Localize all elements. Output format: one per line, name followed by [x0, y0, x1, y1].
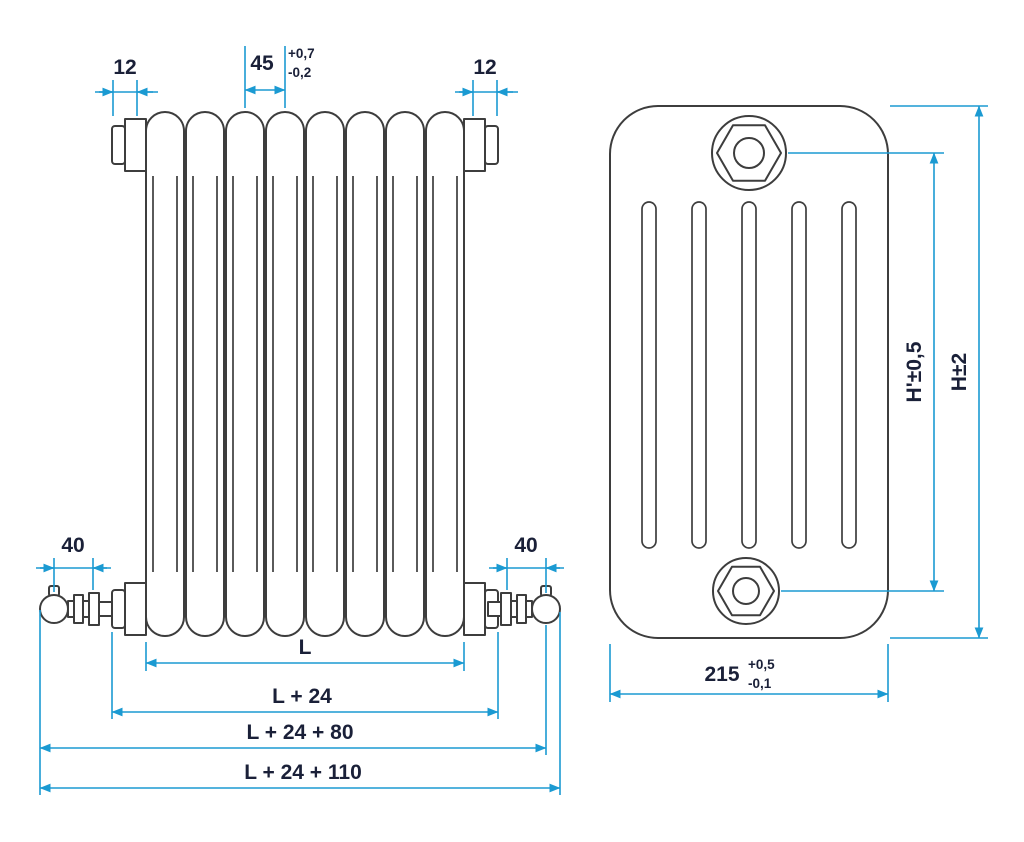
dim-pitch-height-label: H'±0,5 [903, 341, 926, 402]
dim-length-24-80-label: L + 24 + 80 [246, 721, 353, 744]
end-tab-top-left [111, 118, 147, 172]
side-view [609, 105, 889, 639]
dim-tab-width-right-label: 12 [473, 56, 496, 79]
dimension-lines-side [609, 105, 988, 702]
end-tab-top-right [463, 118, 499, 172]
dim-length-label: L [299, 636, 312, 659]
radiator-column [265, 111, 305, 637]
dim-overall-height-label: H±2 [948, 353, 971, 391]
dim-tab-width-left-label: 12 [113, 56, 136, 79]
valve-assembly-left [39, 585, 113, 626]
dim-length-24-label: L + 24 [272, 685, 332, 708]
dim-column-pitch-tolerance-minus: -0,2 [288, 65, 311, 80]
radiator-column [145, 111, 185, 637]
radiator-column [345, 111, 385, 637]
radiator-column [305, 111, 345, 637]
end-tab-bottom-left [111, 582, 147, 636]
radiator-column [185, 111, 225, 637]
dim-depth-tolerance-minus: -0,1 [748, 676, 772, 691]
radiator-column [425, 111, 465, 637]
bottom-bushing [712, 557, 780, 625]
dim-valve-offset-right-label: 40 [514, 534, 537, 557]
dimension-lines-front [36, 46, 564, 795]
top-bushing [711, 115, 787, 191]
dim-length-24-110-label: L + 24 + 110 [244, 761, 362, 784]
dimension-labels: 12 45 +0,7 -0,2 12 40 40 L L + 24 L + 24… [61, 46, 971, 784]
front-view [39, 111, 561, 637]
radiator-column [225, 111, 265, 637]
dim-depth-value: 215 [704, 663, 739, 686]
dim-valve-offset-left-label: 40 [61, 534, 84, 557]
dim-depth-tolerance-plus: +0,5 [748, 657, 775, 672]
dim-column-pitch-tolerance-plus: +0,7 [288, 46, 315, 61]
dim-column-pitch-value: 45 [250, 52, 274, 75]
radiator-column [385, 111, 425, 637]
